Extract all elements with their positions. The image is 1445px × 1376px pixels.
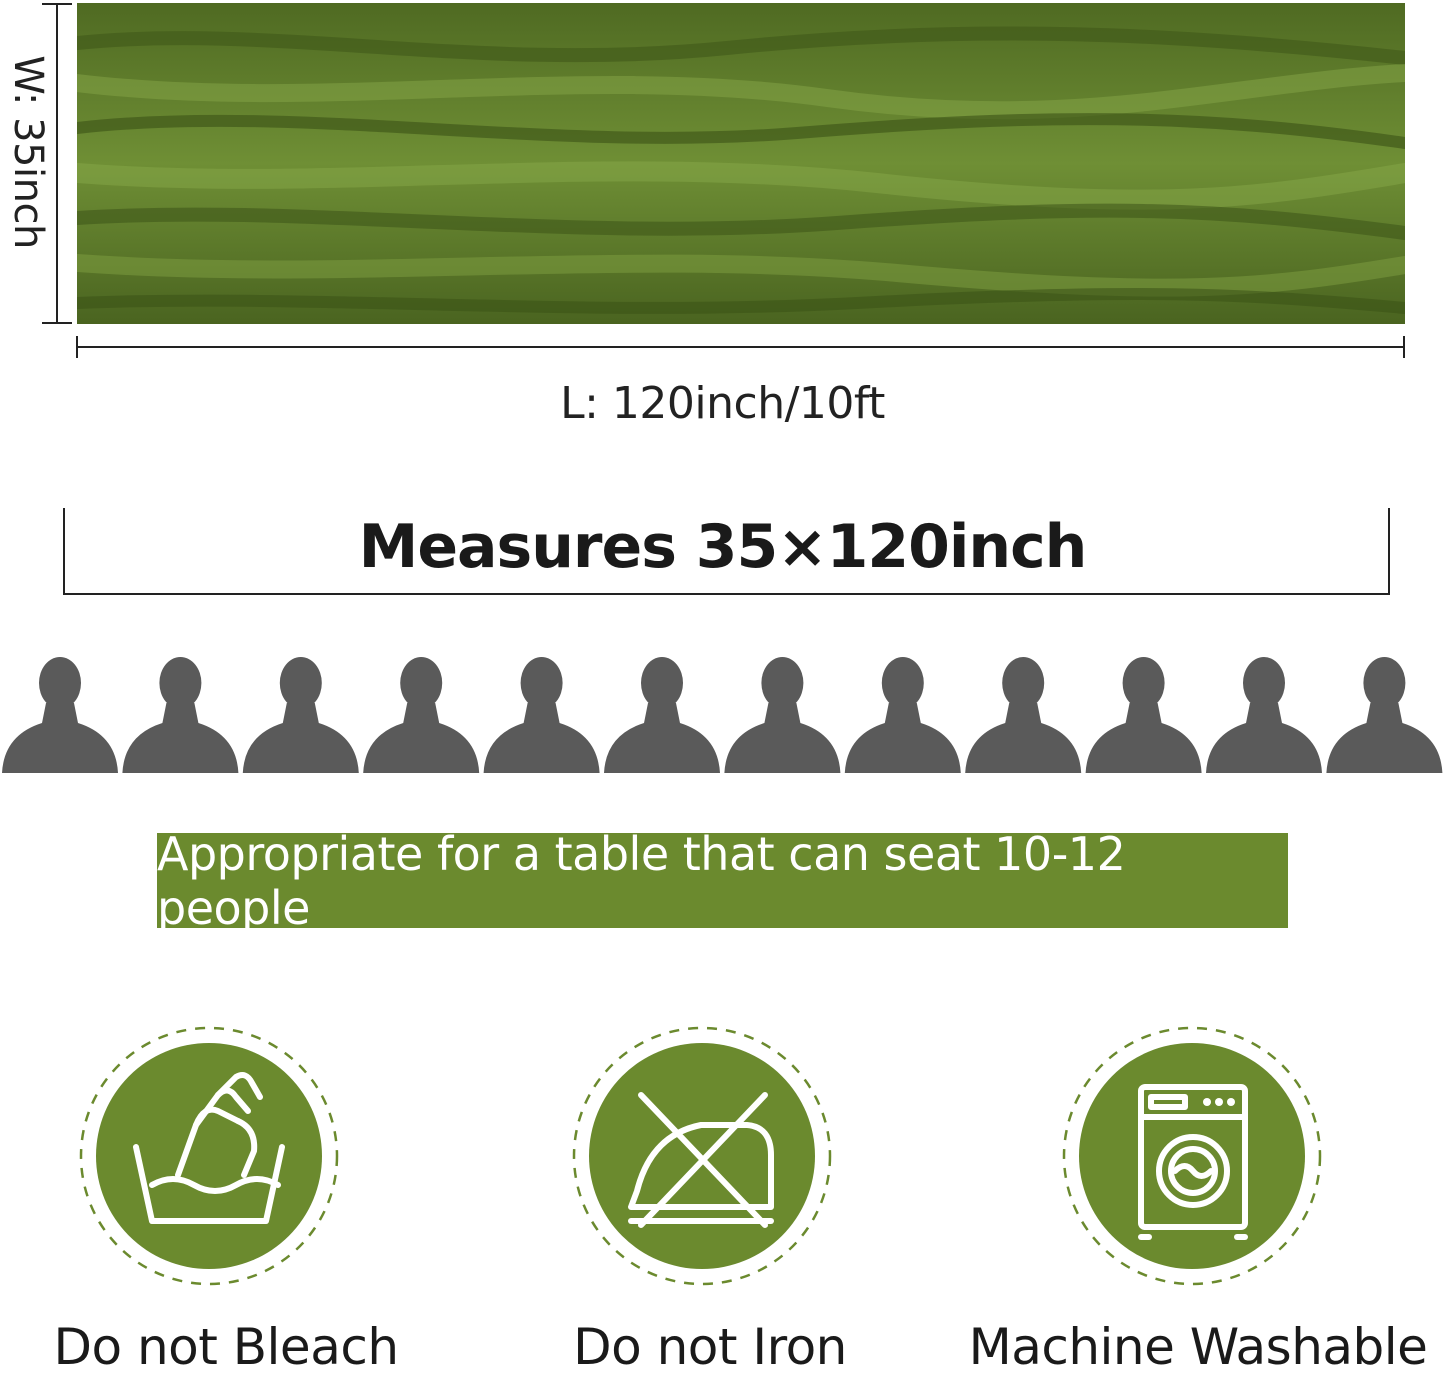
care-label-machine: Machine Washable: [968, 1318, 1428, 1376]
care-label-bleach: Do not Bleach: [53, 1318, 399, 1376]
capacity-banner: Appropriate for a table that can seat 10…: [157, 827, 1288, 935]
length-dimension-cap-right: [1403, 336, 1405, 358]
hand-wash-icon: [79, 1026, 339, 1286]
measures-title: Measures 35×120inch: [358, 512, 1088, 582]
person-silhouette-icon: [844, 657, 961, 773]
care-label-iron: Do not Iron: [573, 1318, 847, 1376]
no-iron-icon: [572, 1026, 832, 1286]
person-silhouette-icon: [242, 657, 359, 773]
people-row: [2, 657, 1443, 773]
width-dimension-cap-top: [42, 3, 72, 5]
care-item-machine: [1061, 1025, 1323, 1287]
length-dimension-cap-left: [76, 336, 78, 358]
measures-bracket-left: [63, 508, 65, 595]
person-silhouette-icon: [1206, 657, 1322, 773]
fabric-image: [77, 3, 1405, 324]
measures-bracket-bottom: [63, 593, 1390, 595]
person-silhouette-icon: [483, 657, 600, 773]
washing-machine-icon: [1062, 1026, 1322, 1286]
width-dimension-line: [56, 3, 58, 324]
person-silhouette-icon: [1085, 657, 1202, 773]
width-dimension-cap-bottom: [42, 322, 72, 324]
length-label: L: 120inch/10ft: [560, 378, 885, 429]
capacity-banner-text: Appropriate for a table that can seat 10…: [157, 826, 1126, 935]
length-dimension-line: [77, 346, 1405, 348]
measures-bracket-right: [1388, 508, 1390, 595]
person-silhouette-icon: [363, 657, 480, 773]
person-silhouette-icon: [724, 657, 841, 773]
person-silhouette-icon: [604, 657, 720, 773]
width-label: W: 35inch: [5, 55, 51, 249]
person-silhouette-icon: [965, 657, 1082, 773]
person-silhouette-icon: [122, 657, 239, 773]
person-silhouette-icon: [2, 657, 118, 773]
care-item-iron: [571, 1025, 833, 1287]
care-item-bleach: [78, 1025, 340, 1287]
person-silhouette-icon: [1326, 657, 1443, 773]
